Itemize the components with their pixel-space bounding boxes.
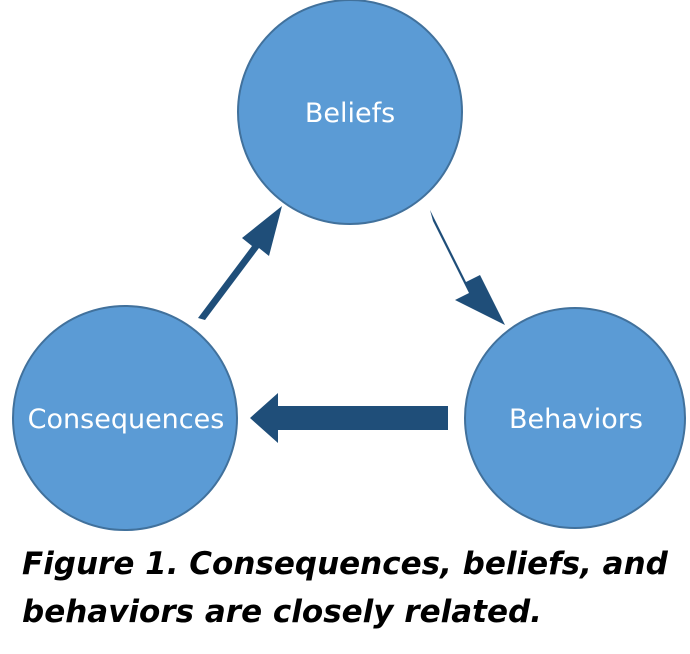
arrow-consequences-to-beliefs bbox=[198, 206, 282, 320]
node-label-behaviors: Behaviors bbox=[509, 404, 643, 435]
node-consequences: Consequences bbox=[12, 305, 238, 531]
node-beliefs: Beliefs bbox=[237, 0, 463, 225]
cycle-diagram: Beliefs Behaviors Consequences bbox=[12, 0, 686, 531]
arrow-behaviors-to-consequences bbox=[250, 393, 448, 443]
figure-caption: Figure 1. Consequences, beliefs, and beh… bbox=[22, 540, 682, 636]
arrow-beliefs-to-behaviors bbox=[430, 210, 505, 325]
node-label-consequences: Consequences bbox=[28, 404, 225, 435]
caption-line-1: Figure 1. Consequences, beliefs, and bbox=[22, 546, 668, 582]
node-label-beliefs: Beliefs bbox=[305, 98, 395, 129]
node-behaviors: Behaviors bbox=[464, 307, 686, 529]
caption-line-2: behaviors are closely related. bbox=[22, 594, 542, 630]
